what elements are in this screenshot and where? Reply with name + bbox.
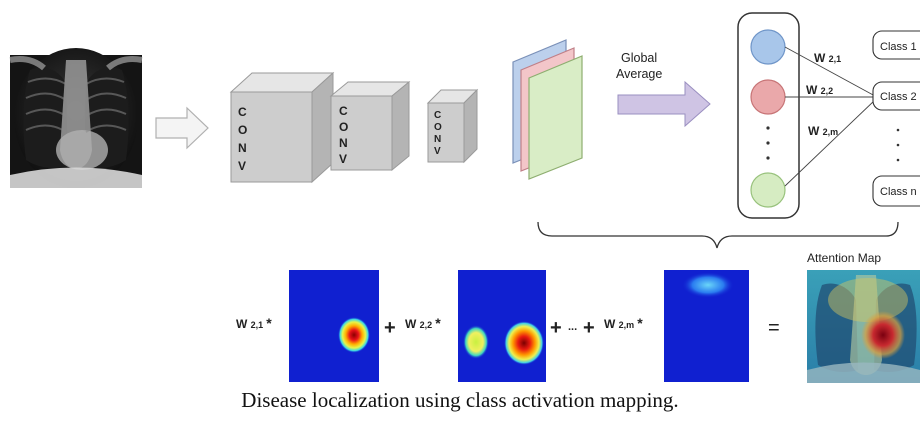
class-box-2: Class 2: [872, 81, 920, 111]
conv-letter: O: [434, 122, 442, 133]
conv-block-2: C O N V: [329, 80, 411, 172]
input-arrow-icon: [155, 106, 209, 150]
eq-weight-w22: W 2,2*: [405, 315, 441, 331]
weight-connections: [784, 46, 876, 187]
heatmap-2: [458, 270, 546, 382]
conv-letter: N: [238, 141, 247, 155]
neuron-vdots-icon: [766, 126, 770, 160]
gap-neuron-2: [750, 79, 786, 115]
conv-letter: N: [339, 136, 348, 150]
grouping-brace: [537, 221, 899, 249]
conv-letter: O: [339, 120, 348, 134]
class-label: Class n: [880, 186, 917, 198]
gap-arrow-icon: [617, 80, 711, 128]
weight-label-w22: W 2,2: [806, 83, 833, 97]
conv-letter: C: [238, 105, 247, 119]
feature-maps: [512, 39, 583, 180]
input-xray-image: [9, 48, 143, 188]
gap-label-line1: Global: [621, 51, 657, 65]
weight-label-w2m: W 2,m: [808, 124, 838, 138]
conv-letter: C: [339, 104, 348, 118]
eq-weight-w21: W 2,1*: [236, 315, 272, 331]
attention-map-image: [807, 270, 920, 383]
conv-letter: V: [238, 159, 246, 173]
feature-map-green: [528, 55, 583, 180]
conv-block-1: C O N V: [229, 71, 335, 184]
heatmap-1: [289, 270, 379, 382]
eq-ellipsis: ...: [568, 321, 577, 333]
conv-letter: V: [434, 146, 441, 157]
gap-label-line2: Average: [616, 67, 662, 81]
eq-plus: +: [384, 317, 396, 339]
class-box-1: Class 1: [872, 30, 920, 60]
gap-neuron-m: [750, 172, 786, 208]
conv-letter: O: [238, 123, 247, 137]
figure-caption: Disease localization using class activat…: [241, 388, 679, 412]
conv-letter: V: [339, 152, 347, 166]
gap-layer-box: [737, 12, 800, 219]
conv-letter: N: [434, 134, 441, 145]
conv-letter: C: [434, 110, 441, 121]
eq-weight-w2m: W 2,m*: [604, 315, 643, 331]
eq-plus: +: [583, 317, 595, 339]
gap-neuron-1: [750, 29, 786, 65]
class-label: Class 1: [880, 41, 917, 53]
heatmap-m: [664, 270, 749, 382]
class-vdots-icon: [896, 128, 900, 162]
weight-label-w21: W 2,1: [814, 51, 841, 65]
conv-block-3: C O N V: [426, 88, 479, 164]
eq-equals: =: [768, 317, 780, 339]
class-box-n: Class n: [872, 175, 920, 207]
attention-map-title: Attention Map: [807, 251, 881, 265]
eq-plus: +: [550, 317, 562, 339]
class-label: Class 2: [880, 91, 917, 103]
